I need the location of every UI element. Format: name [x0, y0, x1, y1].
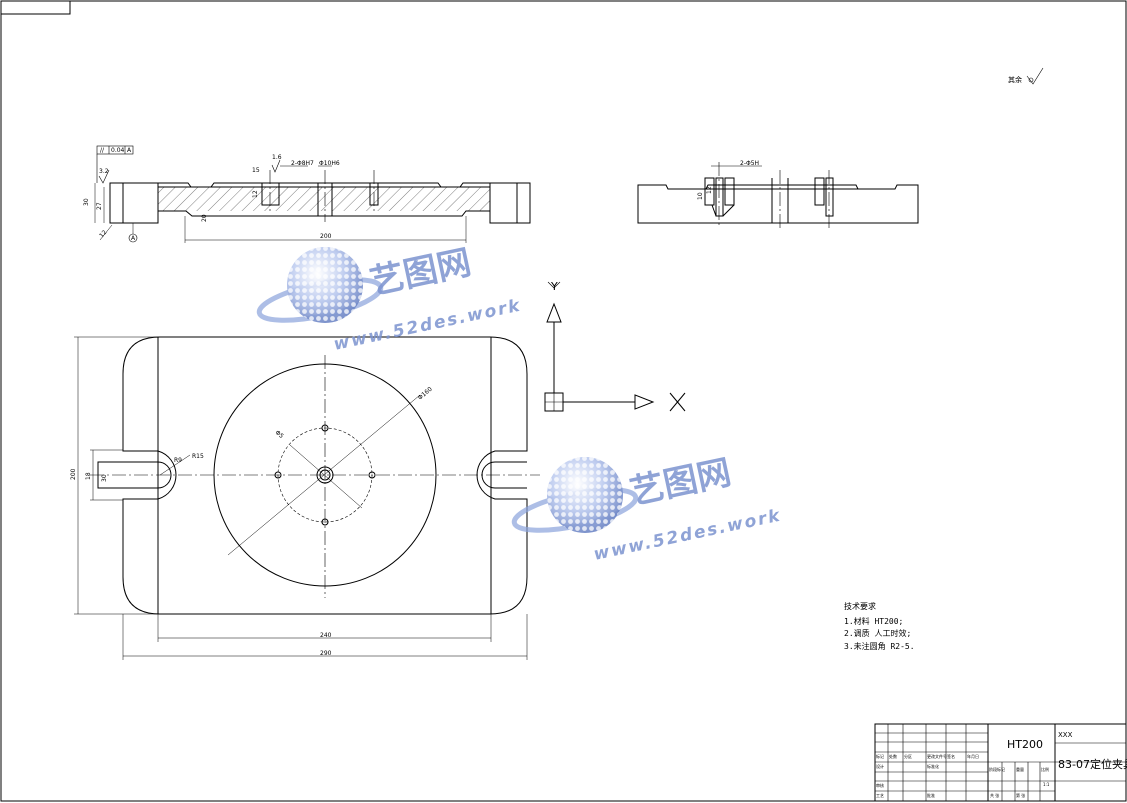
dim-recess-width: 200 [320, 233, 332, 240]
roughness-value-2: 1.6 [272, 154, 282, 161]
roughness-value-1: 3.2 [99, 168, 109, 175]
hole-spec-1: 2-Φ8H7 [291, 160, 314, 167]
watermark-1: 艺图网 www.52des.work [256, 242, 523, 355]
tb-cell-ratio: 比例 [1041, 766, 1049, 772]
corner-tag-box [0, 0, 71, 15]
tb-cell-weight: 重量 [1016, 766, 1024, 772]
top-dim-height: 200 [70, 468, 77, 480]
watermark-2: 艺图网 www.52des.work [511, 452, 783, 565]
title-drawing-name: 83-07定位夹具 [1058, 757, 1127, 771]
tb-cell-sheets-total: 共 张 [990, 792, 999, 798]
tech-note-1: 1.材料 HT200; [844, 616, 903, 626]
dim-side-mark: 15 [252, 167, 260, 174]
tb-cell-change-doc: 更改文件号 [927, 753, 947, 759]
roughness-check-icon [1026, 67, 1044, 85]
top-dim-r2: R15 [192, 453, 204, 460]
top-dim-slot-width: 18 [85, 472, 92, 480]
dim-base: 12 [98, 229, 108, 239]
tb-cell-signature: 签名 [947, 753, 955, 759]
tech-note-3: 3.未注圆角 R2-5. [844, 641, 915, 651]
tb-cell-process: 工艺 [876, 793, 884, 798]
roughness-note-label: 其余 [1008, 75, 1022, 84]
side-dim-depth-2: 12 [706, 186, 713, 194]
dim-body-height: 27 [96, 202, 103, 210]
dim-slot: 20 [201, 214, 208, 222]
top-dim-width: 290 [320, 650, 332, 657]
tb-cell-standard: 标准化 [927, 763, 939, 769]
top-dim-slot-span: 240 [320, 632, 332, 639]
axis-y-label: Y [550, 280, 558, 293]
title-material: HT200 [1007, 738, 1043, 751]
top-dim-r1: R9 [174, 457, 182, 464]
watermark-cn-1: 艺图网 [367, 242, 475, 302]
side-dim-depth-1: 10 [697, 192, 704, 200]
watermark-cn-2: 艺图网 [627, 452, 735, 512]
flatness-value: 0.04 [111, 147, 125, 154]
title-scale: 1:1 [1043, 782, 1050, 787]
technical-requirements: 技术要求 1.材料 HT200; 2.调质 人工时效; 3.未注圆角 R2-5. [844, 601, 915, 651]
dim-total-height: 30 [83, 198, 90, 206]
side-hole-spec: 2-Φ5H [740, 160, 759, 167]
flatness-symbol: // [100, 147, 105, 154]
top-dim-outer-circle: Φ160 [417, 386, 434, 402]
side-view: 2-Φ5H 10 12 [637, 160, 919, 228]
top-dim-slot-offset: 30 [101, 474, 108, 482]
tb-cell-stage: 阶段标记 [989, 766, 1005, 772]
tech-note-2: 2.调质 人工时效; [844, 628, 911, 638]
axis-x-label: X [680, 419, 684, 426]
top-dim-inner-circle: Φ5 [274, 429, 285, 440]
tb-cell-mark: 标记 [876, 753, 884, 759]
general-roughness-note: 其余 [1008, 67, 1044, 85]
tb-cell-approve: 批准 [927, 792, 935, 798]
tech-notes-title: 技术要求 [844, 601, 876, 611]
front-section-view: // 0.04 A 3.2 1.6 30 27 12 A 2-Φ8H7 Φ10H… [83, 145, 531, 243]
tb-cell-sheet-no: 第 张 [1016, 792, 1025, 798]
dim-hole-depth: 12 [252, 190, 259, 198]
tb-cell-review: 审核 [876, 782, 884, 788]
tb-cell-zone: 分区 [904, 753, 912, 759]
title-company: XXX [1058, 731, 1073, 739]
title-block: HT200 XXX 83-07定位夹具 1:1 标记 处数 分区 更改文件号 签… [874, 723, 1127, 802]
datum-a-label: A [131, 235, 136, 242]
tb-cell-date: 年月日 [967, 753, 979, 759]
tb-cell-count: 处数 [889, 753, 897, 759]
flatness-datum: A [127, 147, 132, 154]
top-view: 200 18 30 R9 R15 Φ5 Φ160 240 290 [70, 336, 540, 660]
tb-cell-design: 设计 [876, 763, 884, 769]
ucs-axis-icon: Y X [544, 280, 686, 426]
hole-spec-2: Φ10H6 [319, 160, 340, 167]
